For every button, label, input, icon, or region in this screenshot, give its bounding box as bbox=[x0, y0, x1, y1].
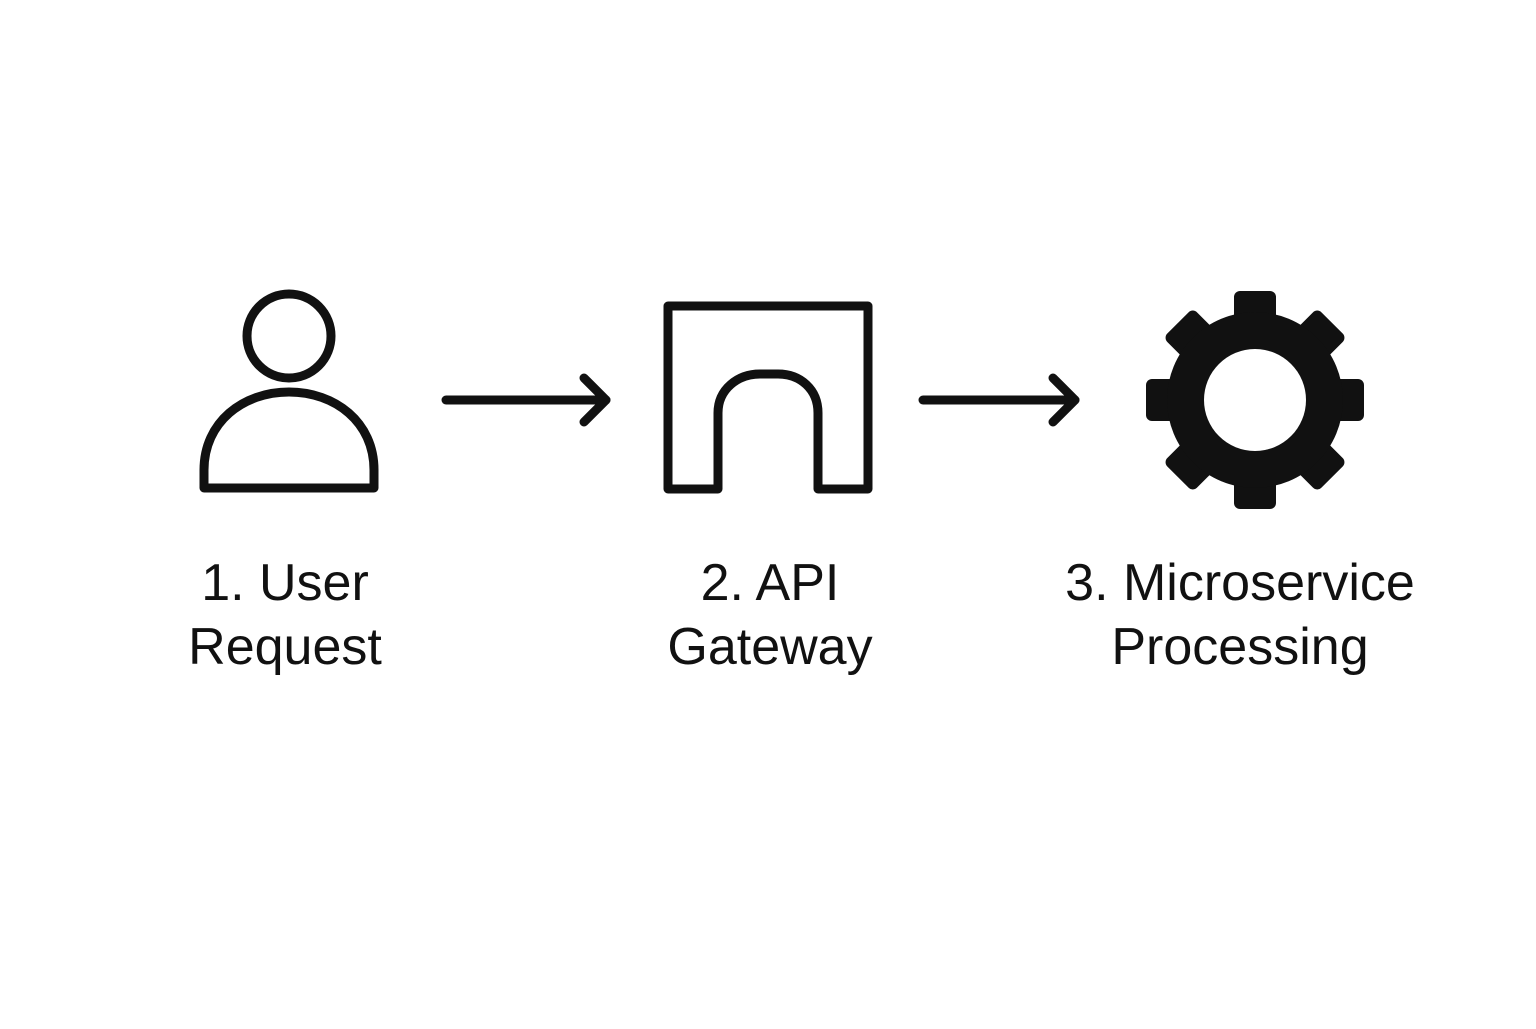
step-1-label: 1. User Request bbox=[130, 551, 440, 679]
step-2-label: 2. API Gateway bbox=[620, 551, 920, 679]
user-icon bbox=[199, 289, 379, 493]
step-1-title: 1. User bbox=[201, 554, 369, 612]
step-3-title: 3. Microservice bbox=[1065, 554, 1415, 612]
step-3-subtitle: Processing bbox=[1111, 618, 1369, 676]
step-3-label: 3. Microservice Processing bbox=[1010, 551, 1470, 679]
gear-icon bbox=[1146, 291, 1364, 509]
gateway-icon bbox=[663, 301, 873, 494]
step-2-subtitle: Gateway bbox=[667, 618, 873, 676]
step-1-subtitle: Request bbox=[188, 618, 382, 676]
arrow-2-to-3 bbox=[918, 373, 1080, 427]
step-2-title: 2. API bbox=[700, 554, 840, 612]
arrow-1-to-2 bbox=[441, 373, 611, 427]
